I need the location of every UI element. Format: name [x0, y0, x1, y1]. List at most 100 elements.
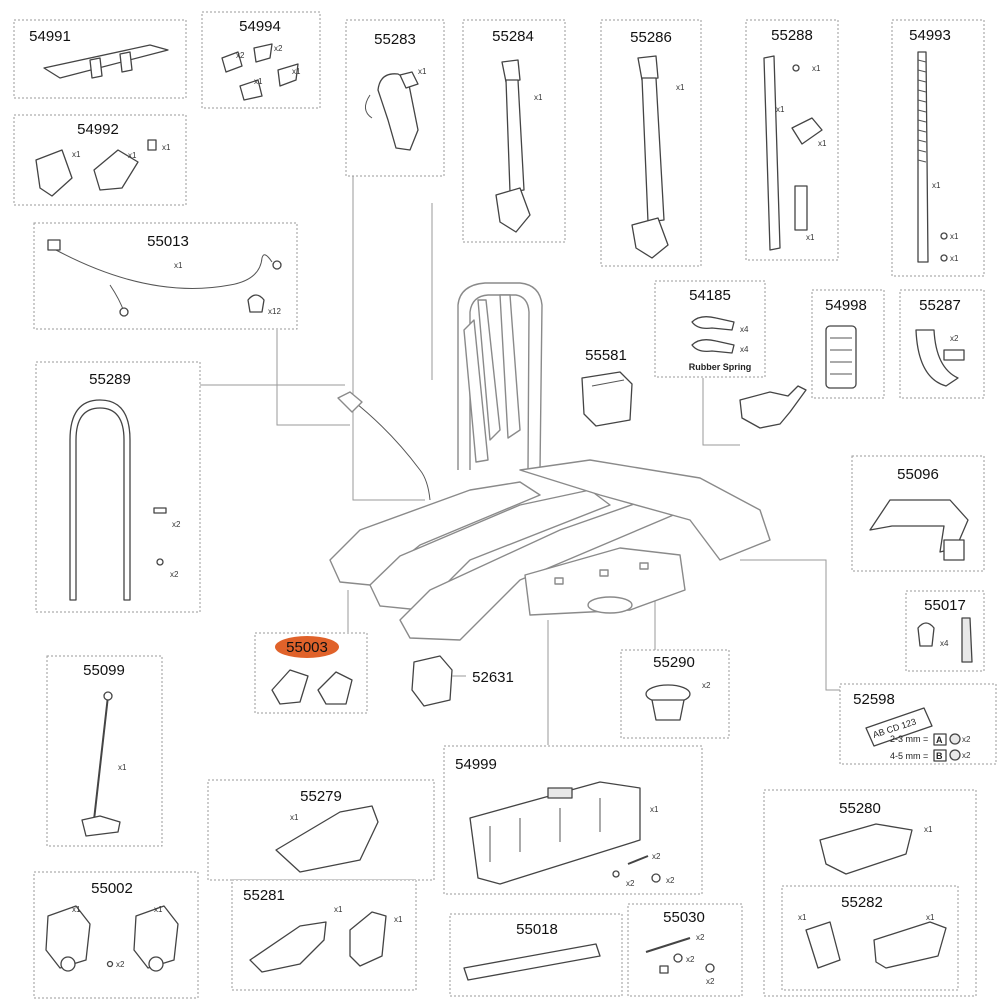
long-arm-top-icon — [637, 55, 659, 81]
hook-tab-icon — [943, 349, 965, 361]
wiring-lamp-connector-icon — [119, 307, 129, 317]
rubber-spring-b-icon — [691, 339, 735, 354]
qty-55013-a: x1 — [174, 261, 183, 270]
qty-54999-a: x1 — [650, 805, 659, 814]
tray-end-plate-icon — [349, 911, 387, 967]
qty-54993-b: x1 — [950, 232, 959, 241]
box-54185 — [654, 280, 766, 378]
qty-55030-a: x2 — [696, 933, 705, 942]
qty-54999-c: x2 — [626, 879, 635, 888]
part-54185[interactable]: 54185 x4 x4 Rubber Spring — [654, 280, 807, 429]
qty-55279: x1 — [290, 813, 299, 822]
lock-key-icon — [961, 617, 973, 663]
carrier-cable — [351, 399, 431, 501]
strap-nut-b-icon — [940, 254, 948, 262]
part-54993[interactable]: 54993 x1 x1 x1 — [891, 19, 985, 277]
part-55002[interactable]: 55002 x1 x1 x2 — [33, 871, 199, 999]
carrier-plug — [337, 391, 363, 413]
qty-55099: x1 — [118, 763, 127, 772]
qty-55002-a: x1 — [72, 905, 81, 914]
part-55288[interactable]: 55288 x1 x1 x1 x1 — [745, 19, 839, 261]
qty-55013-b: x12 — [268, 307, 281, 316]
wheel-strap-knob-icon — [103, 691, 113, 701]
part-55290[interactable]: 55290 x2 — [620, 649, 730, 739]
washer-icon — [673, 953, 683, 963]
part-55003[interactable]: 55003 — [254, 632, 368, 714]
wheel-right-icon — [148, 956, 164, 972]
part-number-55002: 55002 — [91, 880, 133, 897]
wiring-connector-icon — [272, 260, 282, 270]
part-number-55286: 55286 — [630, 29, 672, 46]
carrier-arm-2 — [499, 294, 521, 439]
arm-top-icon — [501, 59, 521, 83]
spacer-row-a-label: 2-3 mm = — [890, 734, 928, 744]
part-number-55099: 55099 — [83, 662, 125, 679]
part-number-55017: 55017 — [924, 597, 966, 614]
part-52598[interactable]: 52598 AB CD 123 2-3 mm = A x2 4-5 mm = B… — [839, 683, 997, 765]
pad-ribs-icon — [830, 337, 852, 375]
wheel-holder-right-icon — [133, 905, 179, 969]
part-number-54992: 54992 — [77, 121, 119, 138]
tray-end-icon — [275, 805, 379, 873]
part-number-54991: 54991 — [29, 28, 71, 45]
part-55017[interactable]: 55017 x4 — [905, 590, 985, 672]
insert-right-icon — [873, 921, 947, 969]
qty-54994-d: x1 — [254, 77, 263, 86]
part-number-54993: 54993 — [909, 27, 951, 44]
spacer-a-icon — [949, 733, 961, 745]
part-55013[interactable]: 55013 x1 x12 — [33, 222, 298, 330]
part-55279[interactable]: 55279 x1 — [207, 779, 435, 881]
spacer-a-badge — [933, 733, 947, 746]
plate-washer-icon — [651, 873, 661, 883]
part-number-55287: 55287 — [919, 297, 961, 314]
release-lever-icon — [739, 385, 807, 429]
part-55096[interactable]: 55096 — [851, 455, 985, 572]
leader-52598 — [740, 559, 842, 691]
part-54992[interactable]: 54992 x1 x1 x1 — [13, 114, 187, 206]
part-number-55003: 55003 — [286, 639, 328, 656]
qty-55002-c: x2 — [116, 960, 125, 969]
part-54998[interactable]: 54998 — [811, 289, 885, 399]
plate-bolt-icon — [627, 855, 649, 865]
part-55282[interactable]: 55282 x1 x1 — [781, 885, 959, 991]
part-54994[interactable]: 54994 x2 x2 x1 x1 — [201, 11, 321, 109]
bracket-icon — [411, 655, 453, 707]
part-55286[interactable]: 55286 x1 — [600, 19, 702, 267]
part-52631[interactable]: 52631 — [411, 655, 514, 707]
strap-screw-icon — [792, 64, 800, 72]
spacer-ring-icon — [705, 963, 715, 973]
part-number-54994: 54994 — [239, 18, 281, 35]
part-55581[interactable]: 55581 — [581, 347, 633, 427]
part-55284[interactable]: 55284 x1 — [462, 19, 566, 243]
part-55099[interactable]: 55099 x1 — [46, 655, 163, 847]
part-55281[interactable]: 55281 x1 x1 — [231, 879, 417, 991]
wheel-holder-left-icon — [45, 905, 91, 969]
arm-clamp-icon — [495, 187, 531, 233]
long-arm-clamp-icon — [631, 217, 669, 259]
part-54991[interactable]: 54991 — [13, 19, 187, 99]
qty-55286: x1 — [676, 83, 685, 92]
ratchet-screw-icon — [147, 139, 157, 151]
part-55018[interactable]: 55018 — [449, 913, 623, 997]
qty-55030-c: x2 — [706, 977, 715, 986]
qty-54992-a: x1 — [72, 150, 81, 159]
part-54999[interactable]: 54999 x1 x2 x2 x2 — [443, 745, 703, 895]
wheel-strap-foot-icon — [81, 815, 121, 837]
strap-icon — [763, 55, 781, 251]
part-55287[interactable]: 55287 x2 — [899, 289, 985, 399]
plate-holder-ribs-icon — [489, 798, 601, 862]
part-number-55290: 55290 — [653, 654, 695, 671]
nut-icon — [659, 965, 669, 974]
wheel-screw-icon — [106, 960, 114, 968]
base-slot-2 — [599, 569, 609, 577]
part-55289[interactable]: 55289 x2 x2 — [35, 361, 201, 613]
long-arm-shaft-icon — [641, 77, 665, 223]
qty-55030-b: x2 — [686, 955, 695, 964]
highlight-badge-55003 — [275, 636, 339, 658]
part-55030[interactable]: 55030 x2 x2 x2 — [627, 903, 743, 997]
wheel-tray-1 — [329, 481, 541, 586]
spacer-b-badge — [933, 749, 947, 762]
lock-clip-icon — [917, 622, 935, 647]
qty-55282-a: x1 — [798, 913, 807, 922]
part-55283[interactable]: 55283 x1 — [345, 19, 445, 177]
